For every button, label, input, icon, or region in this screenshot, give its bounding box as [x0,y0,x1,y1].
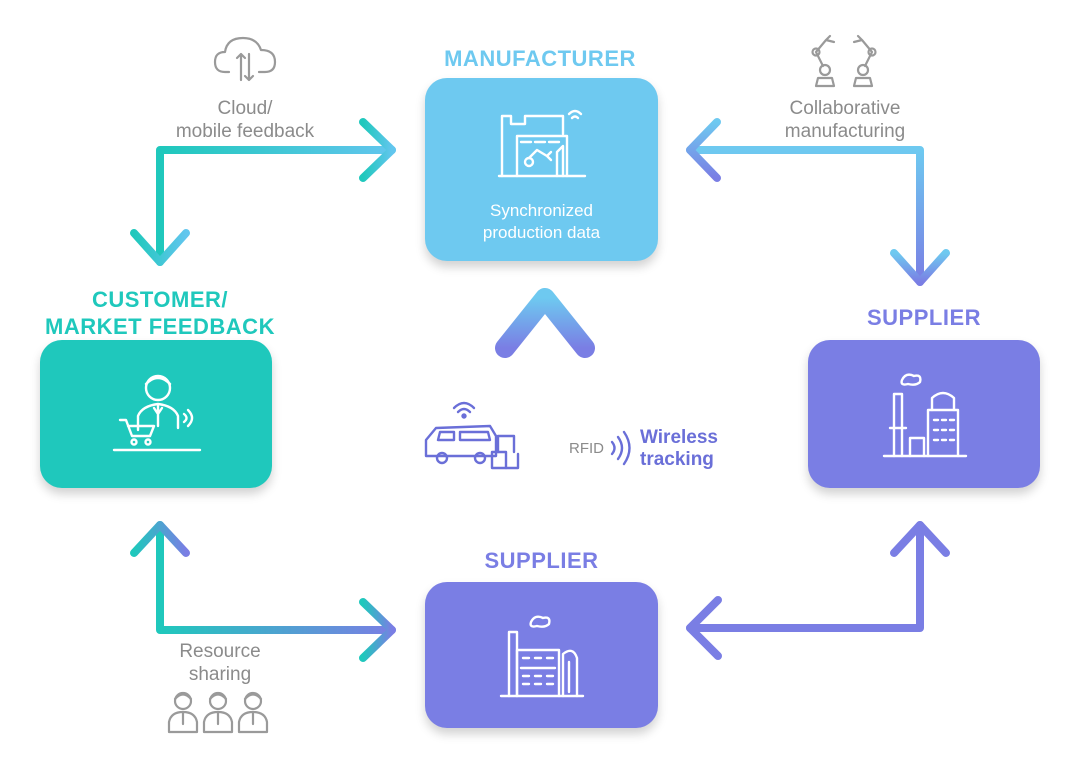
customer-shopping-icon [112,374,202,452]
supplier-bottom-box [425,582,658,728]
wireless-signal-icon [610,430,631,466]
rfid-label: RFID [569,440,604,457]
supplier-right-heading: SUPPLIER [866,305,982,330]
supplier-right-box [808,340,1040,488]
manufacturer-caption: Synchronized production data [482,201,601,242]
arrow-manufacturer-to-supplier-right [686,118,950,286]
arrow-manufacturer-to-customer [130,118,396,266]
wireless-tracking-title: Wireless tracking [640,427,718,470]
arrow-supplier-to-manufacturer [495,288,595,544]
manufacturer-box: Synchronized production data [425,78,658,261]
people-group-icon [167,691,269,734]
resource-sharing-label: Resource sharing [179,641,261,685]
delivery-truck-icon [424,401,520,470]
customer-box [40,340,272,488]
supplier-bottom-heading: SUPPLIER [484,548,599,573]
arrow-customer-to-supplier-bottom [130,521,396,662]
customer-heading: CUSTOMER/ MARKET FEEDBACK [45,287,275,339]
arrow-supplier-right-to-supplier-bottom [686,521,950,660]
cloud-sync-icon [213,36,277,82]
cloud-feedback-label: Cloud/ mobile feedback [175,98,315,142]
factory-building-icon [499,615,585,698]
manufacturer-heading: MANUFACTURER [444,46,636,71]
factory-chimney-icon [882,373,968,458]
factory-robot-icon [497,109,587,178]
robot-arms-icon [811,34,877,88]
collaborative-manufacturing-label: Collaborative manufacturing [784,98,906,142]
